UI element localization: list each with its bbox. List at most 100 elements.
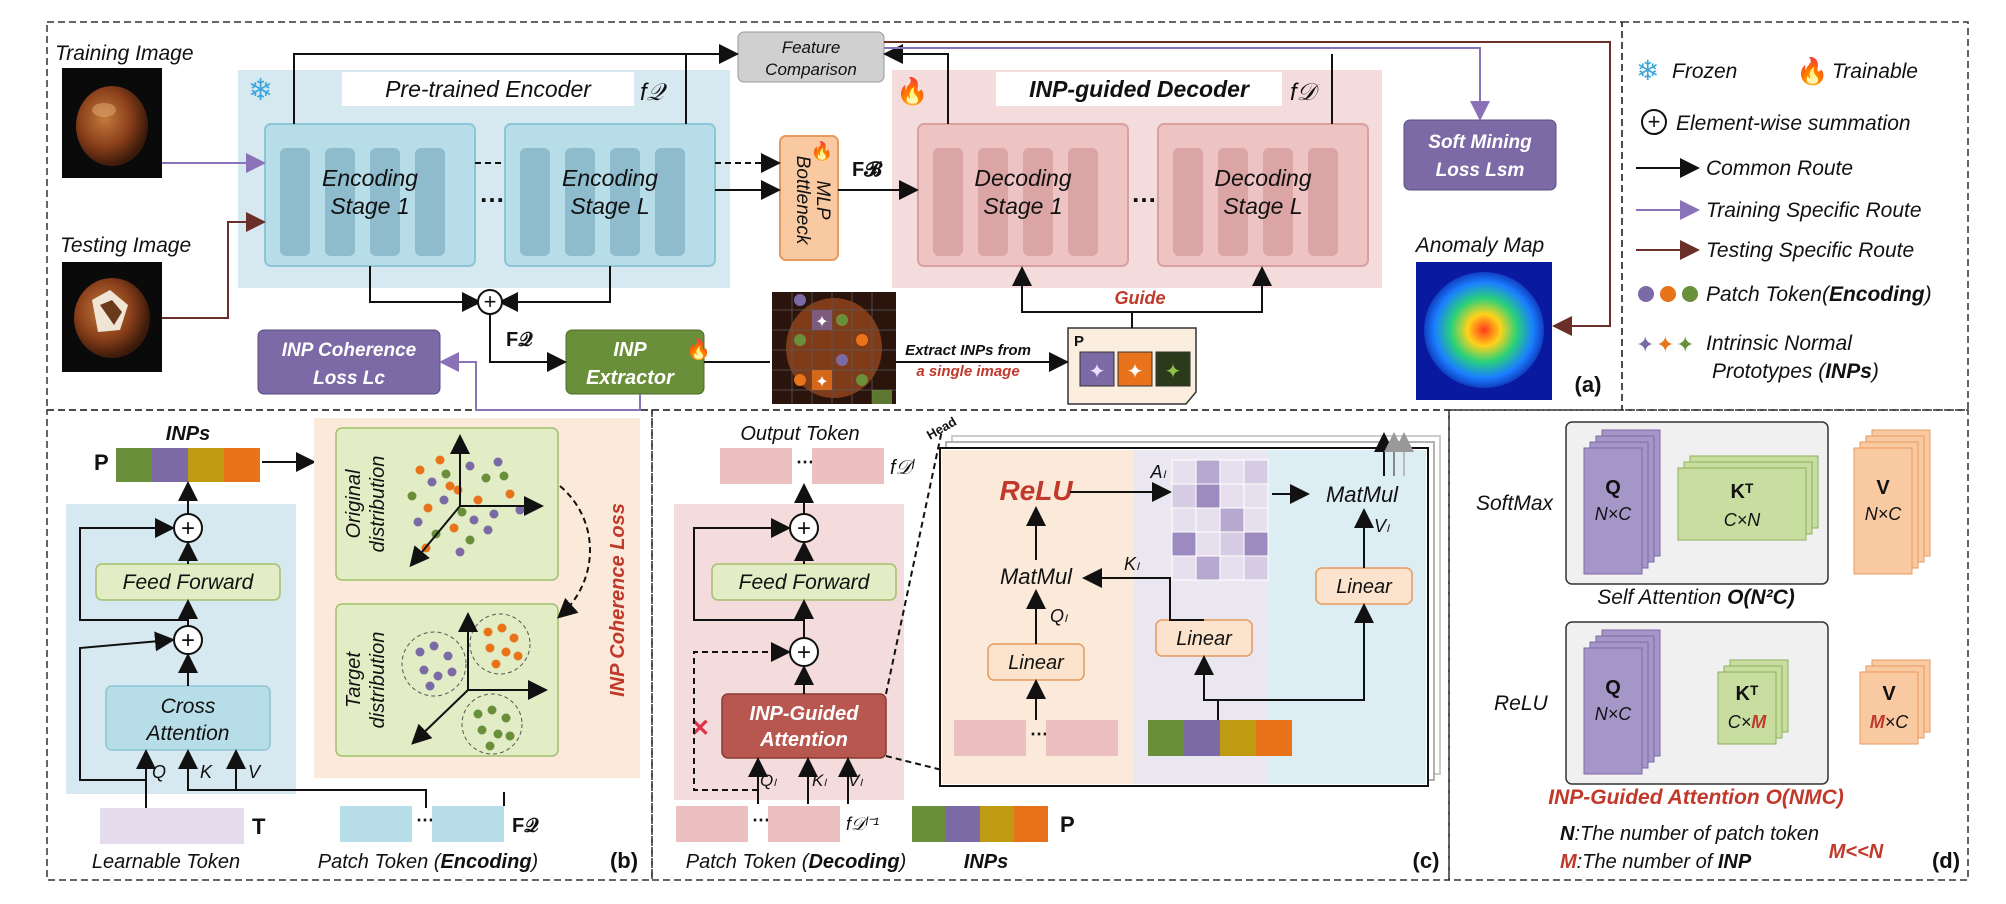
legend: ❄ Frozen 🔥 Trainable + Element-wise summ… xyxy=(1636,55,1932,383)
svg-text:+: + xyxy=(484,289,497,314)
inp-prototype-box: P ✦ ✦ ✦ xyxy=(1067,327,1197,405)
panel-b: INPs P + Feed Forward + Cross Attention … xyxy=(66,418,640,873)
sum-circle xyxy=(477,289,503,315)
svg-text:K: K xyxy=(200,762,213,782)
svg-text:M:The number of INP: M:The number of INP xyxy=(1560,851,1752,873)
panel-c-label: (c) xyxy=(1413,848,1440,873)
svg-text:Linear: Linear xyxy=(1176,628,1233,650)
svg-text:V: V xyxy=(248,762,262,782)
decoding-stage-1: Decoding Stage 1 xyxy=(917,123,1129,267)
svg-text:C×N: C×N xyxy=(1724,510,1762,530)
svg-text:Testing Specific Route: Testing Specific Route xyxy=(1706,239,1914,262)
plus-icon xyxy=(1641,109,1667,135)
svg-text:V: V xyxy=(1882,683,1896,705)
svg-text:Output Token: Output Token xyxy=(740,423,859,445)
training-image-label: Training Image xyxy=(55,42,194,65)
training-image xyxy=(62,68,162,178)
svg-text:Extract INPs from: Extract INPs from xyxy=(905,342,1031,359)
svg-text:P: P xyxy=(94,450,109,475)
svg-text:Self Attention O(N²C): Self Attention O(N²C) xyxy=(1597,586,1795,609)
svg-text:Learnable Token: Learnable Token xyxy=(92,851,240,873)
svg-text:Kᵀ: Kᵀ xyxy=(1735,683,1758,705)
svg-text:Bottleneck: Bottleneck xyxy=(792,156,813,246)
svg-text:Attention: Attention xyxy=(145,722,230,745)
panel-a: Training Image Testing Image ❄ Pre-train… xyxy=(55,31,1611,411)
svg-text:Linear: Linear xyxy=(1008,652,1065,674)
fq-symbol: F𝒬 xyxy=(506,329,533,351)
attention-matrix xyxy=(1171,459,1269,581)
svg-text:Feed Forward: Feed Forward xyxy=(123,571,255,594)
svg-text:Frozen: Frozen xyxy=(1672,60,1737,83)
svg-text:INP Coherence Loss: INP Coherence Loss xyxy=(607,503,629,697)
panel-a-label: (a) xyxy=(1575,372,1602,397)
svg-text:INP Coherence: INP Coherence xyxy=(282,340,417,361)
decoder-symbol: f𝒟 xyxy=(1290,79,1321,106)
svg-text:Comparison: Comparison xyxy=(765,60,857,79)
svg-text:N:The number of patch token: N:The number of patch token xyxy=(1560,823,1819,845)
q-stack-softmax: Q N×C xyxy=(1583,429,1661,575)
svg-text:Stage 1: Stage 1 xyxy=(330,193,409,219)
svg-text:Prototypes (INPs): Prototypes (INPs) xyxy=(1712,360,1879,383)
svg-text:✦: ✦ xyxy=(815,314,828,331)
svg-text:N×C: N×C xyxy=(1865,504,1903,524)
svg-text:MatMul: MatMul xyxy=(1326,482,1399,507)
svg-text:N×C: N×C xyxy=(1595,504,1633,524)
svg-text:a single image: a single image xyxy=(916,363,1019,380)
svg-text:Element-wise summation: Element-wise summation xyxy=(1676,112,1911,135)
decoder-title: INP-guided Decoder xyxy=(1029,76,1250,102)
encoding-stage-l: Encoding Stage L xyxy=(504,123,716,267)
kt-stack-relu: Kᵀ C×M xyxy=(1717,659,1789,745)
svg-text:Target: Target xyxy=(343,651,365,708)
svg-text:INP-Guided: INP-Guided xyxy=(750,703,860,725)
svg-text:✦: ✦ xyxy=(1089,361,1106,383)
svg-text:+: + xyxy=(181,515,195,542)
svg-text:f𝒟ˡ⁻¹: f𝒟ˡ⁻¹ xyxy=(846,814,879,834)
svg-text:Encoding: Encoding xyxy=(322,165,418,191)
svg-text:✦: ✦ xyxy=(1676,332,1694,357)
fire-icon: 🔥 xyxy=(896,76,928,106)
svg-text:ReLU: ReLU xyxy=(999,475,1073,506)
anomaly-map xyxy=(1416,262,1552,400)
svg-text:Patch Token(Encoding): Patch Token(Encoding) xyxy=(1706,283,1932,306)
svg-text:f𝒟ˡ: f𝒟ˡ xyxy=(890,457,916,479)
svg-text:Feature: Feature xyxy=(782,38,841,57)
svg-text:⋯: ⋯ xyxy=(752,810,770,830)
svg-text:distribution: distribution xyxy=(367,632,389,729)
decoding-stage-l: Decoding Stage L xyxy=(1157,123,1369,267)
svg-text:Kᵀ: Kᵀ xyxy=(1730,481,1753,503)
snowflake-icon: ❄ xyxy=(1636,55,1659,86)
testing-image xyxy=(62,262,162,372)
svg-text:Kₗ: Kₗ xyxy=(812,771,827,790)
no-residual-mark: ✕ xyxy=(690,715,710,742)
svg-text:Training Specific Route: Training Specific Route xyxy=(1706,199,1922,222)
svg-text:P: P xyxy=(1074,333,1084,350)
svg-text:MatMul: MatMul xyxy=(1000,564,1073,589)
svg-text:INPs: INPs xyxy=(964,851,1008,873)
svg-text:Vₗ: Vₗ xyxy=(1374,516,1391,536)
svg-text:Soft Mining: Soft Mining xyxy=(1428,132,1532,153)
guide-label: Guide xyxy=(1114,288,1165,308)
svg-text:INPs: INPs xyxy=(166,423,210,445)
svg-text:Loss Lc: Loss Lc xyxy=(313,368,385,389)
svg-text:+: + xyxy=(797,515,811,542)
svg-text:⋯: ⋯ xyxy=(416,810,434,830)
svg-text:Patch Token (Decoding): Patch Token (Decoding) xyxy=(686,851,906,873)
svg-text:+: + xyxy=(1648,109,1661,134)
svg-text:SoftMax: SoftMax xyxy=(1476,492,1555,515)
svg-text:Stage L: Stage L xyxy=(1223,193,1302,219)
svg-text:Vₗ: Vₗ xyxy=(848,771,863,790)
svg-text:Stage L: Stage L xyxy=(570,193,649,219)
encoder-symbol: f𝒬 xyxy=(640,79,668,106)
svg-text:F𝒬: F𝒬 xyxy=(512,815,539,837)
encoder-title: Pre-trained Encoder xyxy=(385,76,592,102)
svg-text:M<<N: M<<N xyxy=(1829,841,1884,863)
anomaly-map-label: Anomaly Map xyxy=(1414,234,1544,257)
svg-text:Linear: Linear xyxy=(1336,576,1393,598)
svg-text:Decoding: Decoding xyxy=(974,165,1071,191)
svg-text:Original: Original xyxy=(343,469,365,538)
panel-a-arrows xyxy=(162,41,1611,411)
fb-symbol: F𝓑 xyxy=(852,159,883,181)
v-stack-softmax: V N×C xyxy=(1853,429,1931,575)
